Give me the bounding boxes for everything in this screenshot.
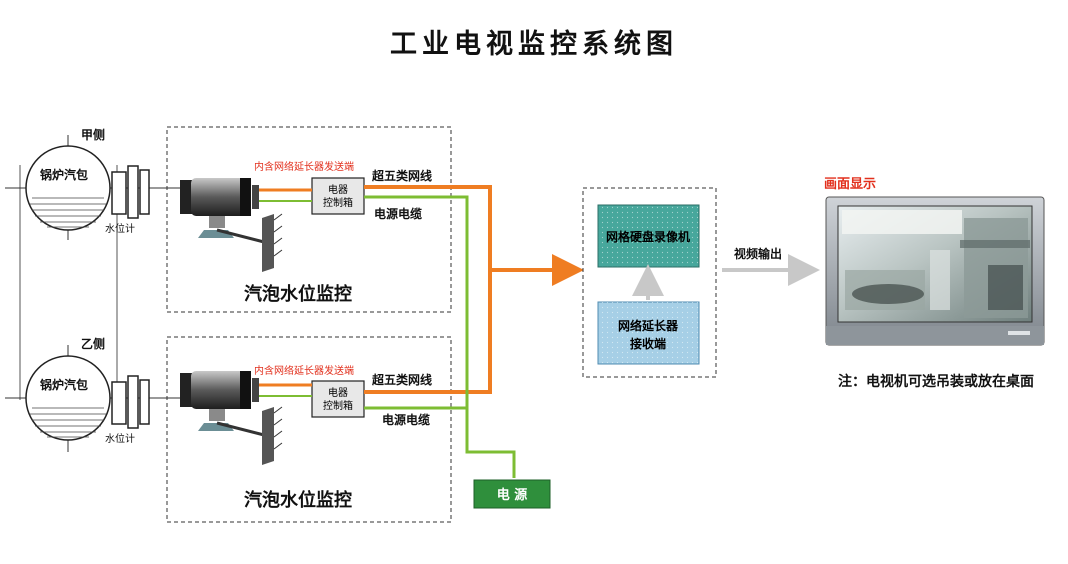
cable-cat5-label-a: 超五类网线	[371, 168, 432, 183]
tv-display	[825, 196, 1045, 346]
network-cable-run	[364, 185, 492, 394]
receiver-label-line2: 接收端	[630, 336, 666, 351]
power-source-label: 电 源	[497, 487, 528, 503]
display-note: 注：电视机可选吊装或放在桌面	[838, 373, 1034, 390]
diagram-title: 工业电视监控系统图	[390, 29, 678, 60]
monitor-zone-b	[166, 336, 452, 523]
cable-power-label-b: 电源电缆	[382, 412, 430, 427]
drum-label-b: 锅炉汽包	[40, 377, 88, 392]
cable-cat5-label-b: 超五类网线	[371, 372, 432, 387]
gauge-label-a: 水位计	[105, 222, 135, 235]
zone-label-a: 汽泡水位监控	[244, 283, 352, 305]
video-output-label: 视频输出	[734, 246, 782, 261]
receiver-label-line1: 网络延长器	[618, 318, 679, 333]
monitor-zone-a	[166, 126, 452, 313]
boiler-unit-b	[5, 345, 180, 452]
boiler-drum-b	[25, 355, 111, 441]
power-feed	[465, 408, 516, 478]
boiler-drum-a	[25, 145, 111, 231]
recorder-zone	[582, 187, 717, 378]
drum-label-a: 锅炉汽包	[40, 167, 88, 182]
camera-a	[180, 178, 283, 272]
controller-box-b	[311, 380, 365, 418]
controller-a-line1: 电器	[328, 183, 348, 196]
side-a-label: 甲侧	[81, 127, 105, 142]
sender-label-a: 内含网络延长器发送端	[254, 160, 354, 173]
power-source-box	[473, 479, 551, 509]
cable-power-label-a: 电源电缆	[374, 206, 422, 221]
sender-label-b: 内含网络延长器发送端	[254, 364, 354, 377]
camera-b	[180, 371, 283, 465]
display-label: 画面显示	[824, 177, 876, 192]
side-b-label: 乙侧	[81, 336, 105, 351]
controller-b-line1: 电器	[328, 386, 348, 399]
controller-b-line2: 控制箱	[323, 399, 353, 412]
controller-a-line2: 控制箱	[323, 196, 353, 209]
nvr-label: 网格硬盘录像机	[606, 229, 690, 244]
power-cable-run	[364, 195, 469, 410]
gauge-label-b: 水位计	[105, 432, 135, 445]
boiler-unit-a	[5, 135, 180, 240]
zone-label-b: 汽泡水位监控	[244, 489, 352, 511]
